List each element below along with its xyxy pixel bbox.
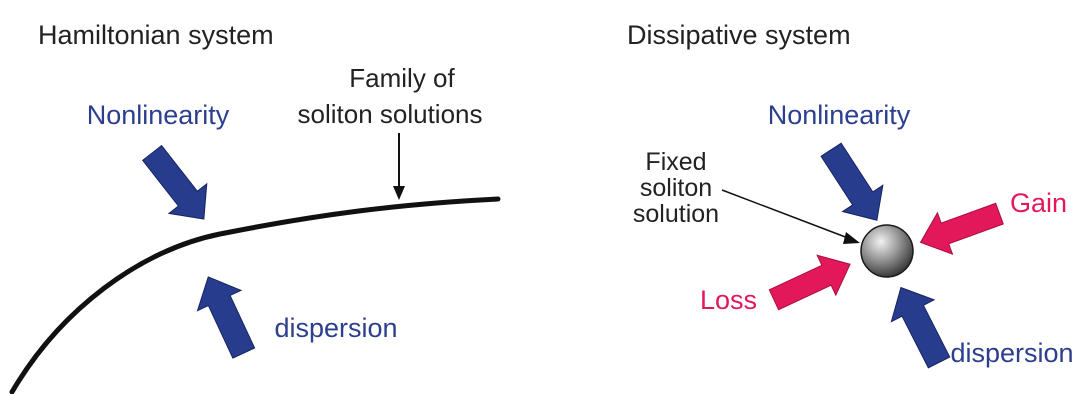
fixed-label-line2: soliton bbox=[640, 174, 712, 202]
fixed-label-line1: Fixed bbox=[645, 148, 706, 176]
dispersion-arrow-right bbox=[890, 286, 951, 369]
nonlinearity-arrow-left bbox=[141, 144, 208, 220]
loss-label: Loss bbox=[700, 285, 757, 315]
nonlinearity-label-left: Nonlinearity bbox=[87, 100, 230, 130]
dissipative-title: Dissipative system bbox=[627, 20, 851, 50]
soliton-ball bbox=[860, 224, 914, 278]
hamiltonian-title: Hamiltonian system bbox=[38, 20, 274, 50]
dispersion-label-right: dispersion bbox=[950, 338, 1073, 368]
nonlinearity-arrow-right bbox=[820, 142, 884, 221]
fixed-pointer-line bbox=[721, 189, 849, 239]
dispersion-arrow-left bbox=[196, 276, 256, 359]
gain-label: Gain bbox=[1010, 188, 1067, 218]
family-label-line2: soliton solutions bbox=[298, 99, 483, 129]
gain-arrow bbox=[919, 202, 1004, 255]
fixed-pointer-arrowhead bbox=[843, 232, 860, 244]
dissipative-panel: Dissipative system Nonlinearity Fixed so… bbox=[627, 20, 1074, 369]
fixed-label-line3: solution bbox=[633, 200, 719, 228]
family-pointer-arrowhead bbox=[393, 186, 405, 200]
nonlinearity-label-right: Nonlinearity bbox=[768, 100, 911, 130]
family-label-line1: Family of bbox=[349, 63, 455, 93]
loss-arrow bbox=[768, 254, 851, 311]
soliton-family-curve bbox=[9, 196, 501, 394]
hamiltonian-panel: Hamiltonian system Family of soliton sol… bbox=[9, 20, 501, 394]
dispersion-label-left: dispersion bbox=[274, 313, 397, 343]
